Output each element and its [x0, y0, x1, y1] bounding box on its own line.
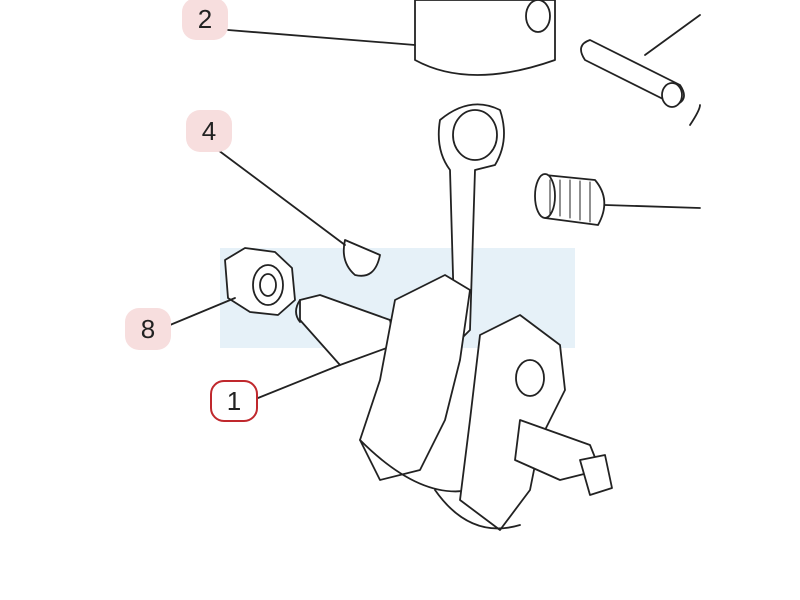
- callout-label: 2: [197, 3, 213, 34]
- needle-bearing[interactable]: [534, 173, 606, 226]
- callout-1-selected[interactable]: 1: [210, 380, 258, 422]
- crankshaft[interactable]: [295, 274, 613, 531]
- callout-label: 1: [226, 385, 242, 416]
- leader-line-pin: [644, 14, 701, 56]
- leader-line-8: [169, 297, 236, 326]
- callout-label: 4: [201, 115, 217, 146]
- flange-nut[interactable]: [224, 247, 296, 316]
- piston-pin[interactable]: [580, 39, 685, 108]
- callout-2[interactable]: 2: [182, 0, 228, 40]
- leader-line-1: [257, 364, 341, 399]
- leader-line-2: [227, 29, 416, 46]
- leader-line-bearing: [604, 204, 701, 209]
- leader-line-4: [217, 149, 346, 246]
- circlip-partial: [689, 104, 701, 126]
- woodruff-key[interactable]: [342, 239, 381, 277]
- callout-label: 8: [140, 313, 156, 344]
- callout-4[interactable]: 4: [186, 110, 232, 152]
- piston[interactable]: [414, 0, 556, 76]
- callout-8[interactable]: 8: [125, 308, 171, 350]
